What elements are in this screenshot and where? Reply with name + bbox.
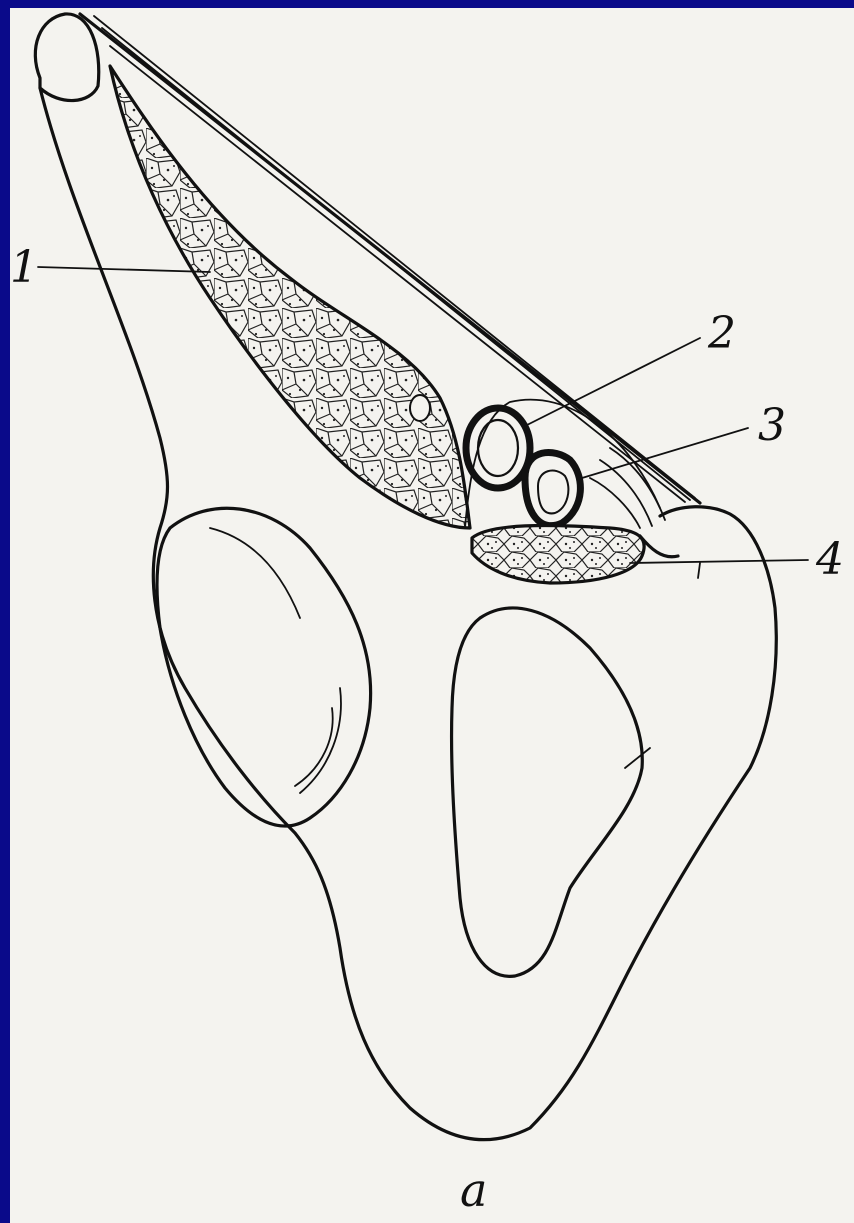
- label-3: 3: [758, 400, 786, 451]
- label-1: 1: [10, 242, 38, 293]
- figure-caption: a: [460, 1163, 487, 1217]
- label-2: 2: [707, 308, 736, 359]
- bone-tip: [35, 14, 98, 101]
- bone-outline: [40, 88, 776, 1140]
- vessel-3: [525, 453, 580, 526]
- structure-4: [472, 525, 644, 583]
- label-4: 4: [815, 534, 844, 585]
- left-cavity: [157, 508, 371, 826]
- vessel-2: [466, 408, 530, 488]
- diagram-canvas: 1 2 3 4 a: [10, 8, 854, 1223]
- right-cavity: [452, 608, 643, 976]
- anatomical-cross-section: 1 2 3 4 a: [10, 8, 854, 1223]
